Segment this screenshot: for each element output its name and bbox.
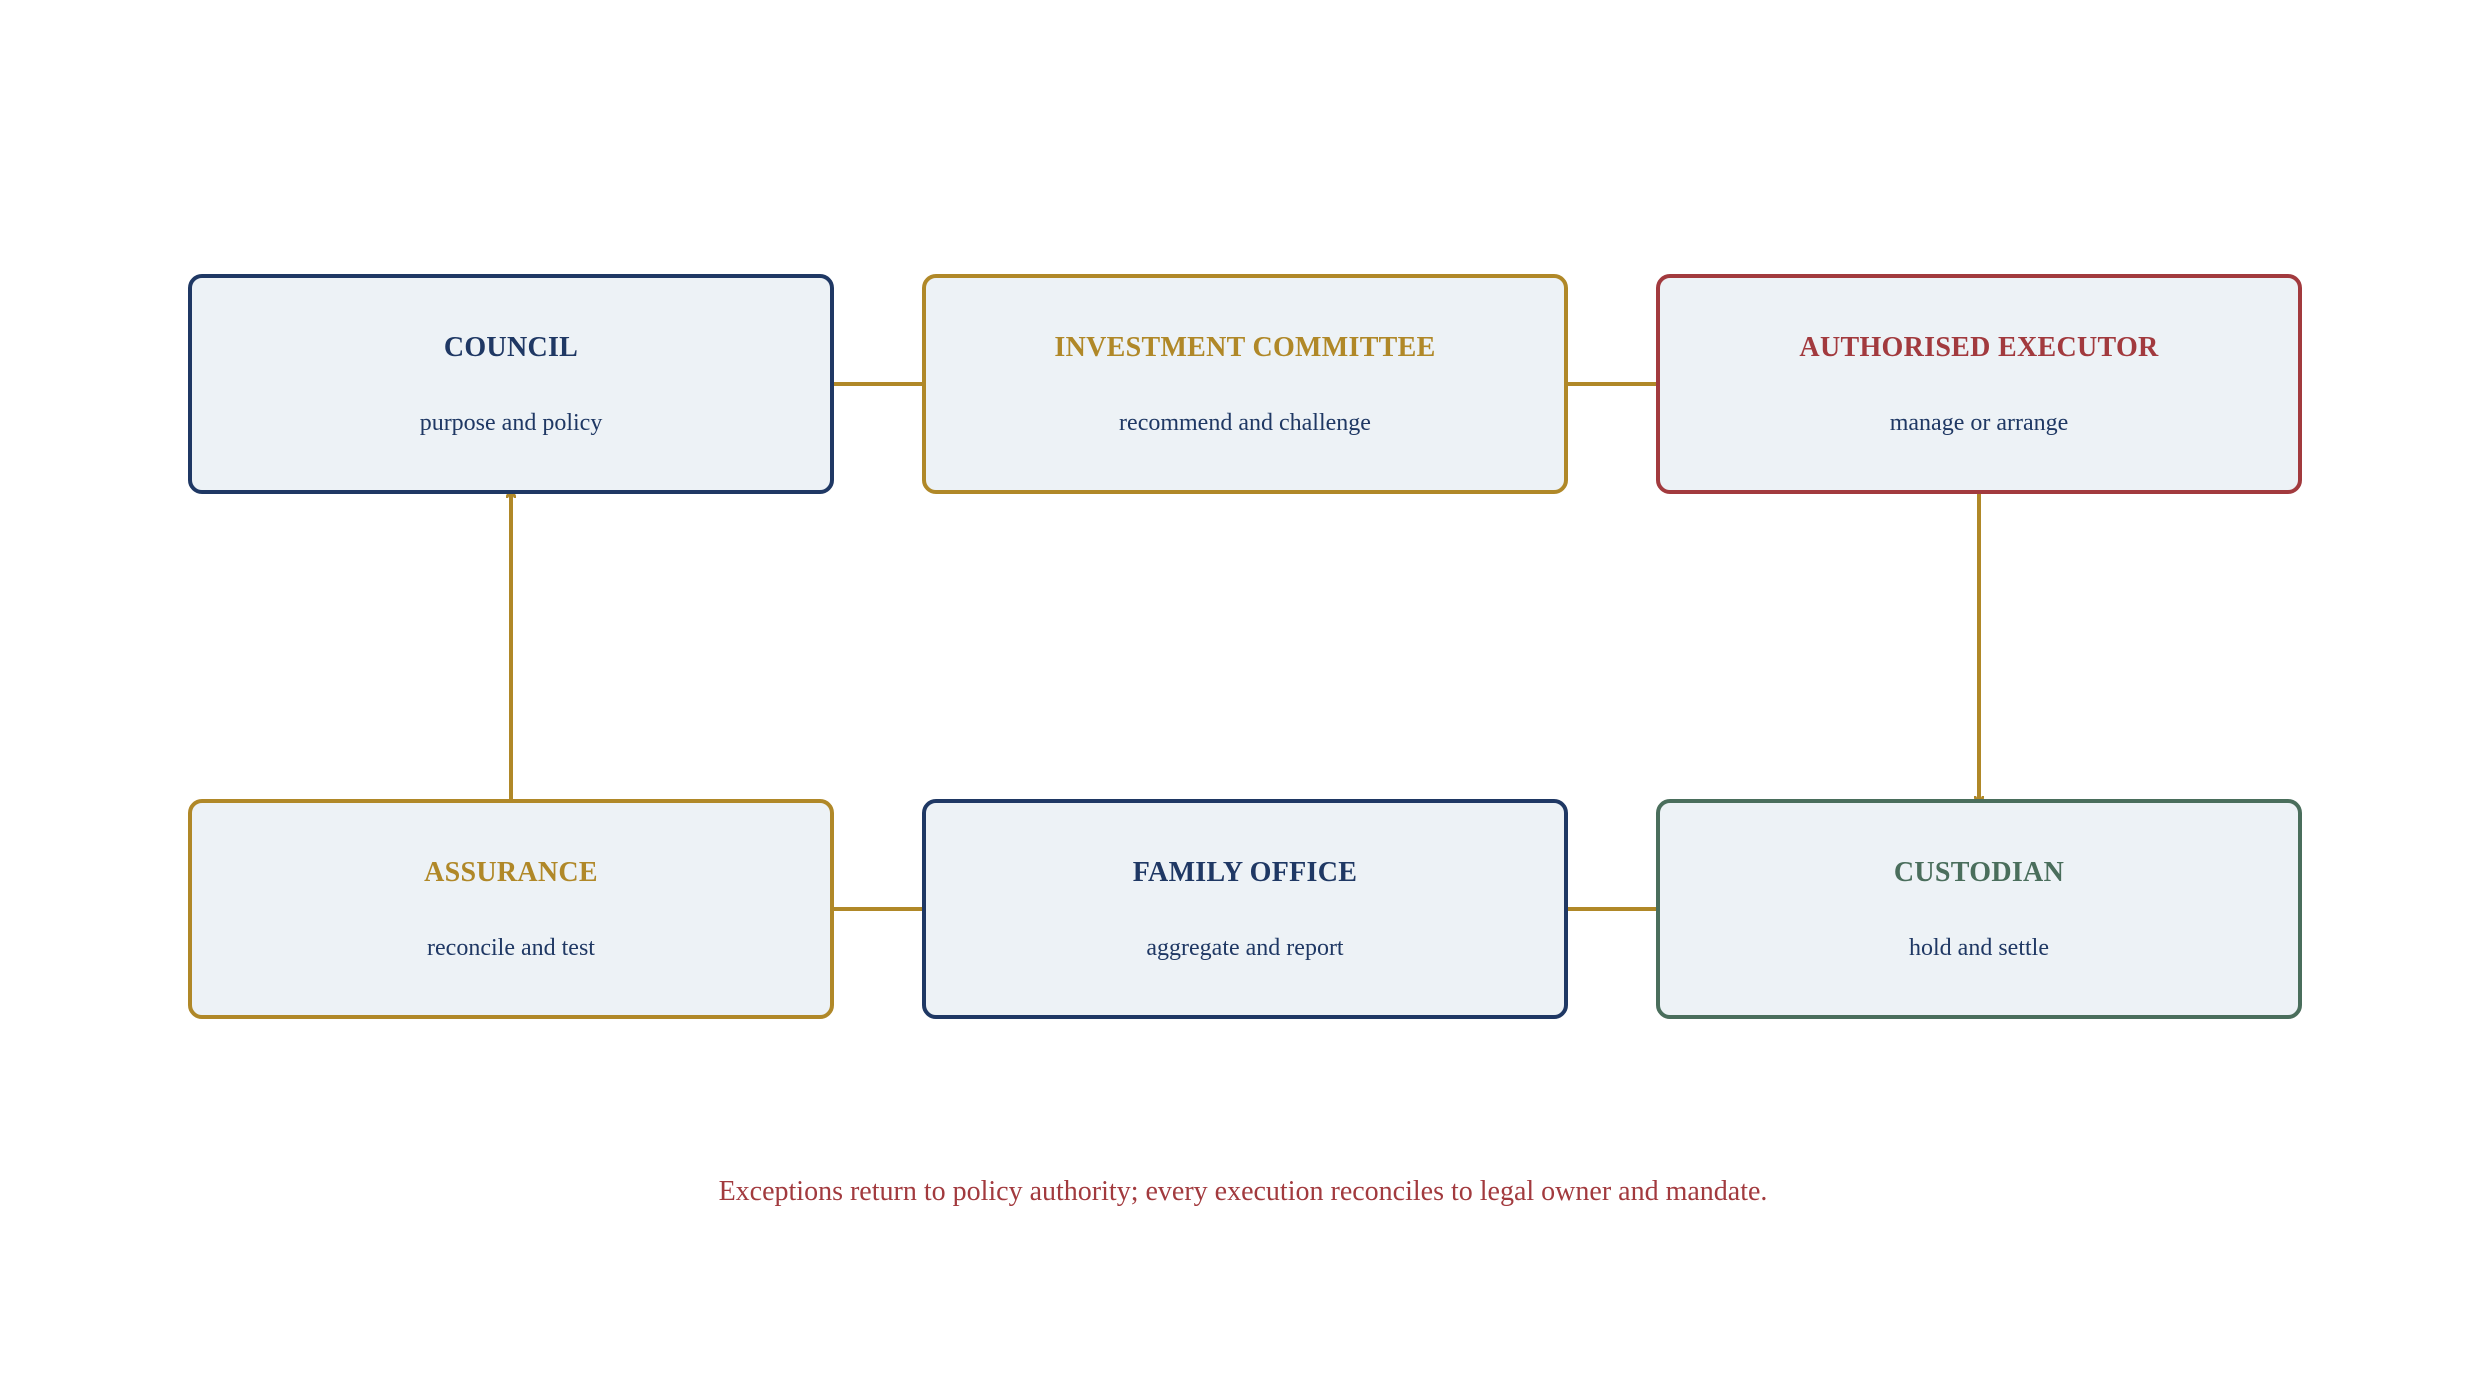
node-council: COUNCIL purpose and policy — [188, 274, 834, 494]
node-subtitle: reconcile and test — [427, 935, 595, 961]
node-family-office: FAMILY OFFICE aggregate and report — [922, 799, 1568, 1019]
node-title: COUNCIL — [443, 332, 579, 363]
node-subtitle: hold and settle — [1909, 935, 2049, 961]
node-authorised-executor: AUTHORISED EXECUTOR manage or arrange — [1656, 274, 2302, 494]
node-subtitle: aggregate and report — [1146, 935, 1344, 961]
node-subtitle: recommend and challenge — [1119, 410, 1371, 436]
node-subtitle: purpose and policy — [419, 410, 603, 436]
node-custodian: CUSTODIAN hold and settle — [1656, 799, 2302, 1019]
node-assurance: ASSURANCE reconcile and test — [188, 799, 834, 1019]
node-title: ASSURANCE — [424, 857, 598, 888]
node-title: CUSTODIAN — [1893, 857, 2065, 888]
node-subtitle: manage or arrange — [1889, 410, 2069, 436]
node-investment-committee: INVESTMENT COMMITTEE recommend and chall… — [922, 274, 1568, 494]
footnote: Exceptions return to policy authority; e… — [718, 1176, 1768, 1207]
node-title: INVESTMENT COMMITTEE — [1054, 332, 1436, 363]
node-title: AUTHORISED EXECUTOR — [1799, 332, 2159, 363]
node-title: FAMILY OFFICE — [1132, 857, 1358, 888]
